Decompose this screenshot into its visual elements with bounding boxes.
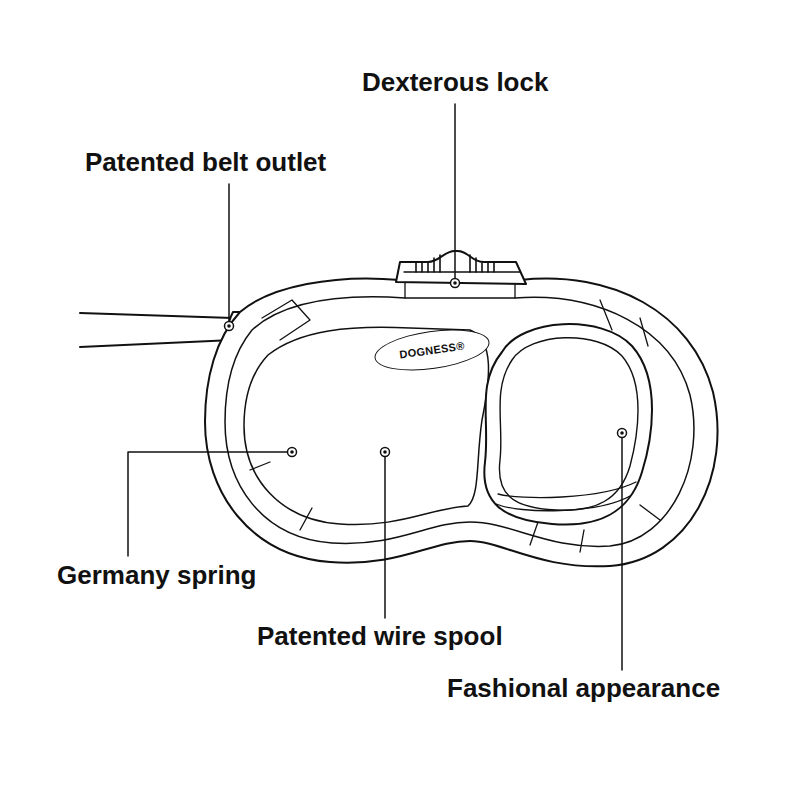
housing-facet	[262, 300, 310, 340]
callout-label: Germany spring	[57, 561, 256, 591]
housing-rim	[225, 297, 694, 546]
callout-label: Patented belt outlet	[85, 148, 326, 178]
handle-grip	[499, 338, 638, 511]
callout-dots	[225, 279, 627, 457]
handle-grip-edge	[496, 482, 636, 511]
leash-strap	[80, 313, 233, 318]
handle-opening	[484, 324, 652, 524]
callout-label: Dexterous lock	[362, 68, 548, 98]
logo-text: DOGNESS®	[399, 340, 466, 361]
housing-outline	[205, 278, 718, 566]
callout-label: Fashional appearance	[447, 674, 720, 704]
leash-strap	[80, 340, 233, 347]
callout-label: Patented wire spool	[257, 622, 503, 652]
housing-facet	[250, 462, 312, 530]
lock-button	[396, 251, 526, 284]
